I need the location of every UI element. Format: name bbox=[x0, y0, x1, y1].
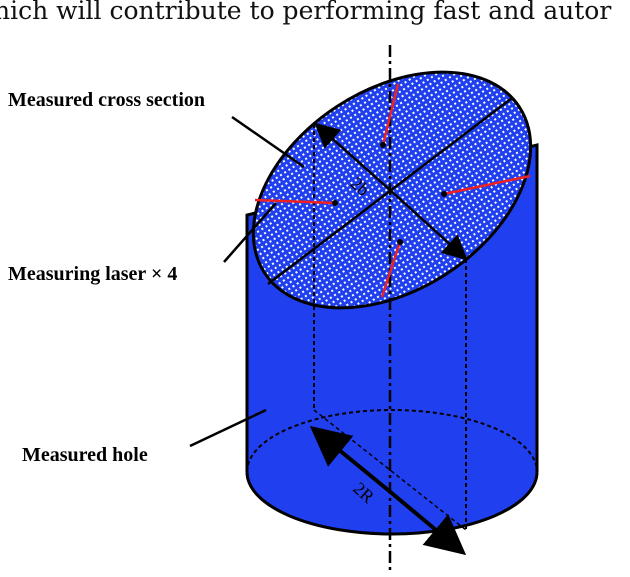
label-measuring-laser: Measuring laser × 4 bbox=[8, 263, 178, 285]
label-measured-cross-section: Measured cross section bbox=[8, 89, 206, 111]
minor-axis-arrow bbox=[389, 189, 468, 261]
body-text-fragment: hich will contribute to performing fast … bbox=[0, 0, 612, 25]
leader-laser bbox=[223, 202, 277, 263]
diameter-arrow bbox=[309, 425, 390, 492]
bottom-ellipse-hidden bbox=[246, 409, 538, 473]
laser-beam bbox=[380, 241, 402, 298]
label-measured-hole: Measured hole bbox=[22, 444, 148, 466]
minor-axis-arrow bbox=[314, 122, 391, 191]
bottom-chord bbox=[313, 409, 467, 531]
laser-beam bbox=[254, 198, 336, 205]
diameter-arrow bbox=[386, 488, 467, 556]
laser-beam bbox=[381, 83, 400, 146]
laser-points bbox=[332, 142, 447, 245]
leader-cross-section bbox=[231, 115, 305, 169]
laser-beams bbox=[254, 83, 531, 298]
leader-hole bbox=[189, 408, 267, 448]
laser-beam bbox=[443, 174, 531, 196]
